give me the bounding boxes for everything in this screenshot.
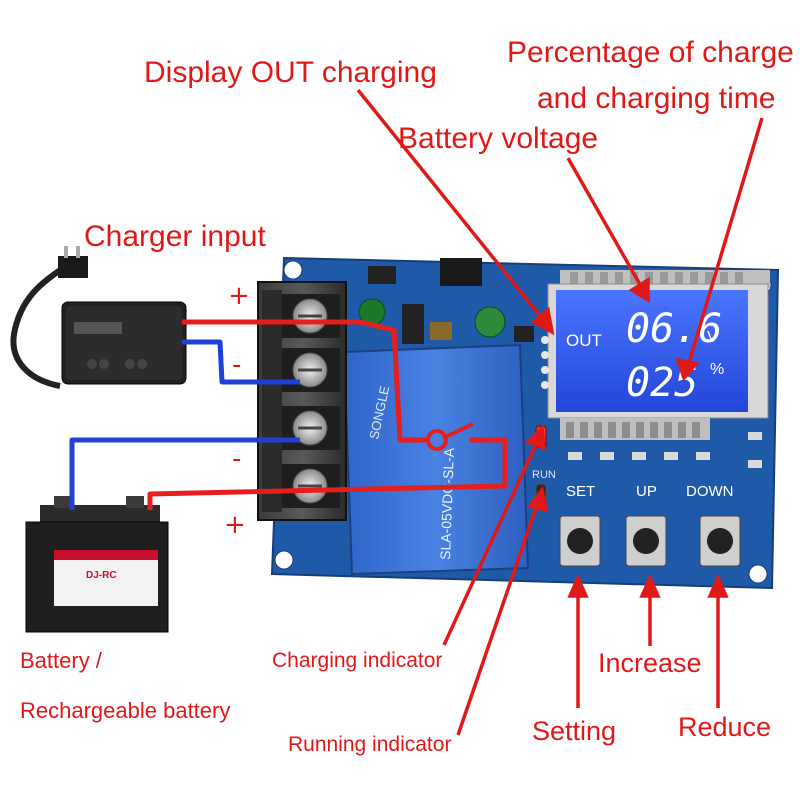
polarity-battery-minus: - [232,444,242,474]
label-running-indicator: Running indicator [288,733,452,756]
relay: SONGLE SLA-05VDC-SL-A [342,343,530,576]
label-percentage-line2: and charging time [537,82,776,115]
arrow-percentage-head [675,357,700,382]
charger-adapter [10,246,187,389]
lcd-percent-unit: % [710,361,724,378]
terminal-screw-2 [282,348,340,392]
label-reduce: Reduce [678,712,772,742]
label-percentage-line1: Percentage of charge [507,36,794,69]
wire-charger-negative [182,339,300,385]
down-button[interactable] [699,515,741,567]
arrow-running-indicator-head [527,485,549,513]
switch-blade [442,422,474,440]
board-set-label: SET [566,483,595,500]
arrow-percentage [686,117,764,367]
pointer-arrows [356,88,764,736]
label-display-out-charging: Display OUT charging [144,56,437,89]
wire-battery-positive [147,437,508,510]
up-button[interactable] [625,515,667,567]
capacitor-large [474,306,506,338]
terminal-block [257,281,347,521]
wires [69,319,508,510]
label-charger-input: Charger input [84,220,266,253]
lcd-display: OUT 06.6 V 025 % [541,270,770,440]
arrow-display-out-head [530,306,555,336]
label-increase: Increase [598,648,702,678]
wire-charger-positive [182,319,430,443]
smd-component [368,266,396,284]
label-setting: Setting [532,716,617,746]
lcd-voltage-unit: V [707,329,718,346]
terminal-screw-1 [282,294,340,338]
battery-brand-label: DJ-RC [86,570,117,581]
polarity-battery-plus: + [224,510,246,540]
board-down-label: DOWN [686,483,734,500]
label-battery-line2: Rechargeable battery [20,698,231,723]
terminal-screw-3 [282,406,340,450]
arrow-running-indicator [456,501,540,736]
polarity-charger-plus: + [228,281,250,311]
ic-chip [440,258,482,286]
arrow-charging-indicator [442,439,540,646]
wire-battery-negative [69,437,300,510]
arrow-charging-indicator-head [524,424,547,451]
resistor-row [568,432,762,468]
arrow-setting-head [567,573,589,598]
arrow-battery-voltage-head [628,276,650,304]
arrow-battery-voltage [566,157,644,289]
board-up-label: UP [636,483,657,500]
lcd-out-label: OUT [566,331,602,350]
lcd-voltage-value: 06.6 [626,306,722,352]
label-battery-voltage: Battery voltage [398,122,599,155]
arrow-display-out [356,88,547,324]
label-charging-indicator: Charging indicator [272,649,443,672]
arrow-reduce-head [707,573,729,598]
terminal-screw-4 [282,464,340,508]
board-run-label: RUN [532,469,556,481]
switch-contact [426,429,448,451]
label-battery-line1: Battery / [20,648,102,673]
arrow-increase-head [639,573,661,598]
battery: DJ-RC [25,496,169,633]
relay-model: SLA-05VDC-SL-A [437,447,457,560]
set-button[interactable] [559,515,601,567]
polarity-charger-minus: - [232,350,242,380]
